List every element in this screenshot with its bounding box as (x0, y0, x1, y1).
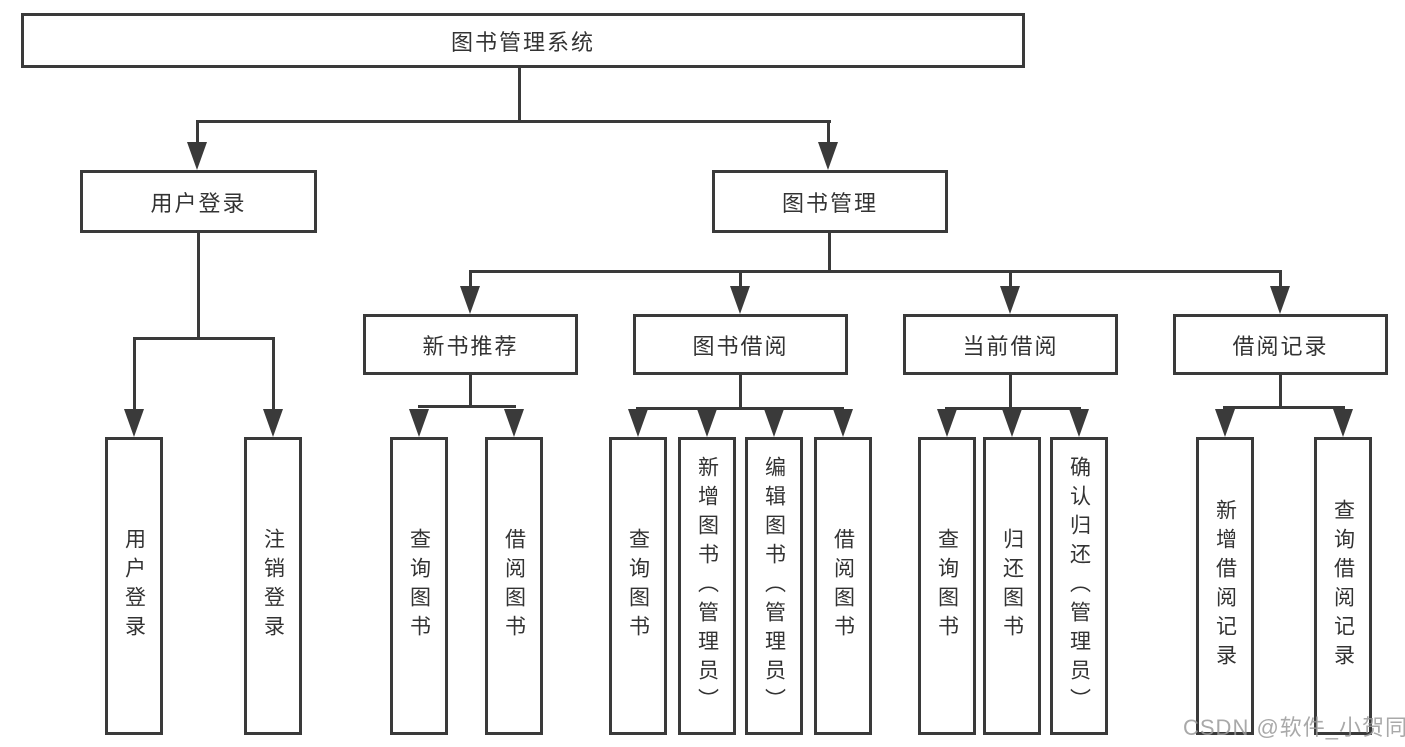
node-label: 借阅记录 (1232, 333, 1329, 359)
connector-records-stem (1279, 375, 1282, 408)
leaf-label: 查询图书 (407, 528, 431, 644)
connector-login-leaf-drop (272, 337, 275, 411)
connector-root-bus (196, 120, 831, 123)
leaf-label: 借阅图书 (831, 528, 855, 644)
node-label: 图书管理 (781, 190, 878, 216)
leaf-query-books-borrow: 查询图书 (609, 437, 667, 735)
connector-newbook-bus (418, 405, 516, 408)
node-user-login: 用户登录 (80, 170, 317, 233)
node-new-book-recommendation: 新书推荐 (363, 314, 578, 375)
connector-l2-drop (739, 270, 742, 290)
connector-l2-drop (469, 270, 472, 290)
arrow-down-icon (628, 409, 648, 437)
arrow-down-icon (263, 409, 283, 437)
connector-records-bus (1223, 406, 1345, 409)
arrow-down-icon (1215, 409, 1235, 437)
connector-current-bus (945, 407, 1081, 410)
node-book-management: 图书管理 (712, 170, 948, 233)
arrow-down-icon (187, 142, 207, 170)
connector-root-stem (518, 68, 521, 122)
leaf-label: 确认归还（管理员） (1067, 455, 1091, 717)
leaf-return-books: 归还图书 (983, 437, 1041, 735)
arrow-down-icon (764, 409, 784, 437)
leaf-label: 新增图书（管理员） (695, 455, 719, 717)
connector-borrow-stem (739, 375, 742, 409)
connector-login-drop (196, 120, 199, 146)
leaf-borrow-books-newbook: 借阅图书 (485, 437, 543, 735)
arrow-down-icon (460, 286, 480, 314)
leaf-label: 查询借阅记录 (1331, 499, 1355, 673)
arrow-down-icon (504, 409, 524, 437)
connector-l2-drop (1279, 270, 1282, 290)
arrow-down-icon (1333, 409, 1353, 437)
leaf-borrow-books-borrow: 借阅图书 (814, 437, 872, 735)
leaf-label: 借阅图书 (502, 528, 526, 644)
leaf-edit-books-admin: 编辑图书（管理员） (745, 437, 803, 735)
arrow-down-icon (1002, 409, 1022, 437)
connector-login-leaf-drop (133, 337, 136, 411)
arrow-down-icon (937, 409, 957, 437)
connector-l2-drop (1009, 270, 1012, 290)
connector-mgmt-drop (827, 120, 830, 146)
node-library-management-system: 图书管理系统 (21, 13, 1025, 68)
leaf-logout: 注销登录 (244, 437, 302, 735)
leaf-label: 查询图书 (935, 528, 959, 644)
connector-login-stem (197, 233, 200, 339)
arrow-down-icon (1069, 409, 1089, 437)
connector-borrow-bus (636, 407, 844, 410)
node-label: 用户登录 (150, 190, 247, 216)
leaf-confirm-return-admin: 确认归还（管理员） (1050, 437, 1108, 735)
leaf-label: 查询图书 (626, 528, 650, 644)
node-label: 图书管理系统 (450, 29, 595, 55)
leaf-label: 归还图书 (1000, 528, 1024, 644)
leaf-add-books-admin: 新增图书（管理员） (678, 437, 736, 735)
leaf-label: 用户登录 (122, 528, 146, 644)
connector-newbook-stem (469, 375, 472, 407)
leaf-user-login: 用户登录 (105, 437, 163, 735)
arrow-down-icon (730, 286, 750, 314)
node-label: 当前借阅 (962, 333, 1059, 359)
arrow-down-icon (833, 409, 853, 437)
leaf-query-books-newbook: 查询图书 (390, 437, 448, 735)
node-borrowing-records: 借阅记录 (1173, 314, 1388, 375)
node-current-borrowing: 当前借阅 (903, 314, 1118, 375)
arrow-down-icon (409, 409, 429, 437)
leaf-query-books-current: 查询图书 (918, 437, 976, 735)
leaf-label: 新增借阅记录 (1213, 499, 1237, 673)
leaf-label: 编辑图书（管理员） (762, 455, 786, 717)
node-book-borrowing: 图书借阅 (633, 314, 848, 375)
arrow-down-icon (697, 409, 717, 437)
arrow-down-icon (1000, 286, 1020, 314)
leaf-add-borrow-record: 新增借阅记录 (1196, 437, 1254, 735)
node-label: 图书借阅 (692, 333, 789, 359)
arrow-down-icon (818, 142, 838, 170)
leaf-label: 注销登录 (261, 528, 285, 644)
connector-mgmt-stem (828, 233, 831, 273)
leaf-query-borrow-record: 查询借阅记录 (1314, 437, 1372, 735)
node-label: 新书推荐 (422, 333, 519, 359)
connector-mgmt-bus (469, 270, 1282, 273)
arrow-down-icon (1270, 286, 1290, 314)
connector-current-stem (1009, 375, 1012, 409)
watermark: CSDN @软件_小贺同学 (1183, 715, 1405, 740)
connector-login-bus (133, 337, 275, 340)
arrow-down-icon (124, 409, 144, 437)
